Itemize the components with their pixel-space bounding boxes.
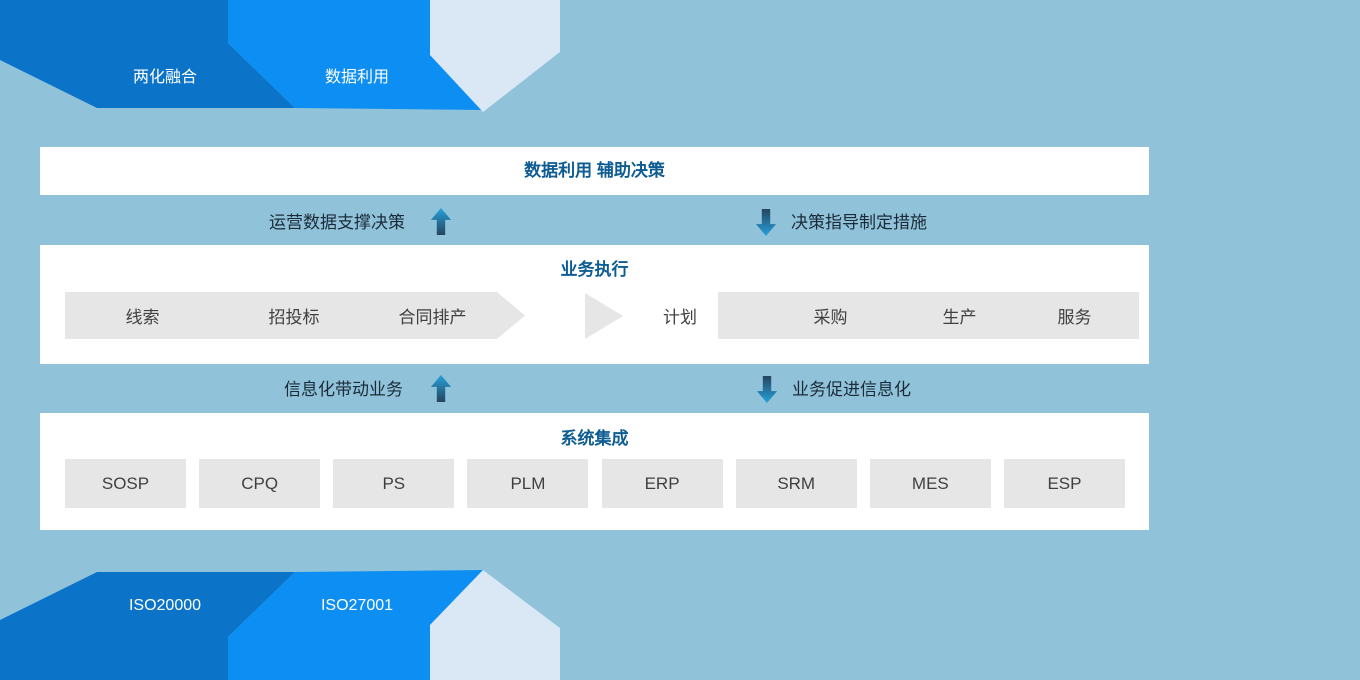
step-leads: 线索 <box>65 292 234 339</box>
up-arrow-icon <box>431 375 451 402</box>
top-banner: 两化融合 数据利用 <box>0 0 600 115</box>
system-box-ps: PS <box>333 459 455 508</box>
system-box-plm: PLM <box>467 459 589 508</box>
execution-panel-title: 业务执行 <box>560 260 629 279</box>
system-box-srm: SRM <box>735 459 857 508</box>
decision-panel: 数据利用 辅助决策 <box>40 147 1149 195</box>
step-plan: 计划 <box>630 292 730 339</box>
up-arrow-icon <box>431 208 451 235</box>
tab-shuju-liyong[interactable]: 数据利用 <box>324 69 389 86</box>
system-box-mes: MES <box>869 459 991 508</box>
system-box-esp: ESP <box>1003 459 1125 508</box>
down-arrow-icon <box>756 209 776 236</box>
decision-panel-title: 数据利用 辅助决策 <box>524 161 665 180</box>
badge-iso20000: ISO20000 <box>128 597 202 614</box>
label-it-drives-business: 信息化带动业务 <box>284 380 403 399</box>
system-box-erp: ERP <box>601 459 723 508</box>
label-business-promotes-it: 业务促进信息化 <box>792 380 911 399</box>
system-box-sosp: SOSP <box>65 459 186 508</box>
step-contract-scheduling: 合同排产 <box>340 292 525 339</box>
label-operation-data-supports-decision: 运营数据支撑决策 <box>269 213 405 232</box>
bottom-banner: ISO20000 ISO27001 <box>0 565 600 680</box>
integration-panel-title: 系统集成 <box>560 429 629 448</box>
system-box-cpq: CPQ <box>199 459 321 508</box>
label-decision-guides-measures: 决策指导制定措施 <box>791 213 927 232</box>
down-arrow-icon <box>757 376 777 403</box>
badge-iso27001: ISO27001 <box>320 597 394 614</box>
system-box-row: SOSP CPQ PS PLM ERP SRM MES ESP <box>65 459 1125 508</box>
tab-lianghua-ronghe[interactable]: 两化融合 <box>132 69 197 86</box>
